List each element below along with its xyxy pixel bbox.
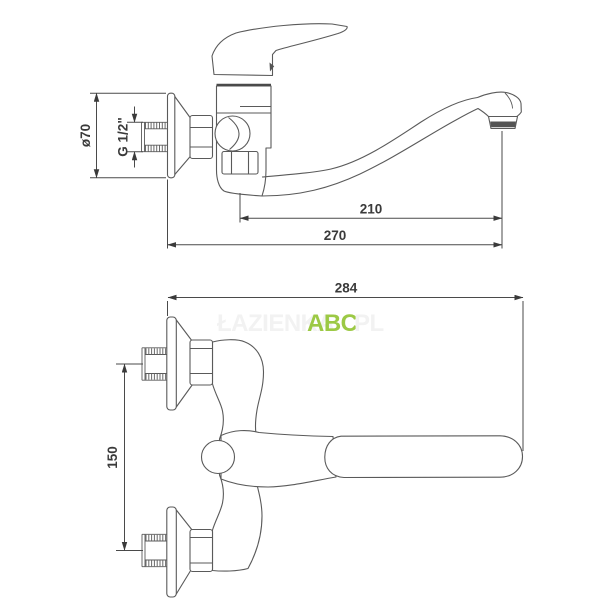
dim-label-width: 284 — [335, 281, 358, 296]
mounting-nut-bottom — [189, 528, 214, 573]
dim-label-thread: G 1/2" — [116, 117, 131, 156]
wall-plate-top — [166, 316, 193, 411]
dim-total-270: 270 — [167, 179, 503, 249]
side-view: ø70 G 1/2" 210 270 — [78, 23, 522, 249]
aerator — [487, 115, 519, 130]
swivel-nut — [214, 115, 251, 152]
plan-view: 284 150 — [105, 281, 524, 598]
wall-plate-bottom — [166, 506, 193, 598]
dim-label-spacing: 150 — [105, 446, 120, 469]
cartridge-dome — [200, 439, 236, 475]
dim-reach-210: 210 — [239, 131, 503, 249]
dim-label-diameter: ø70 — [78, 124, 93, 147]
dim-width-284: 284 — [167, 281, 524, 451]
temperature-indicator — [269, 62, 275, 72]
dim-thread-g12: G 1/2" — [116, 106, 143, 168]
lever-neck-plan — [220, 429, 337, 488]
watermark-brand: ABC — [307, 310, 358, 337]
dim-diameter-70: ø70 — [78, 92, 166, 179]
wall-plate — [166, 92, 192, 179]
watermark: ŁAZIENKA ABC PL — [217, 310, 384, 337]
mounting-nut — [189, 114, 214, 160]
thread-nipple — [141, 121, 167, 153]
watermark-prefix: ŁAZIENKA — [217, 310, 334, 337]
thread-nipple-bottom — [141, 533, 167, 568]
spout-union-nut — [221, 150, 259, 175]
thread-nipple-top — [141, 347, 167, 381]
dim-label-depth: 270 — [324, 228, 347, 243]
watermark-suffix: PL — [354, 310, 384, 337]
dim-label-reach: 210 — [360, 202, 383, 217]
lever-handle — [211, 23, 348, 87]
mounting-nut-top — [189, 339, 214, 386]
lever-grip-plan — [324, 435, 524, 479]
dim-spacing-150: 150 — [105, 363, 143, 551]
spout — [261, 91, 522, 197]
